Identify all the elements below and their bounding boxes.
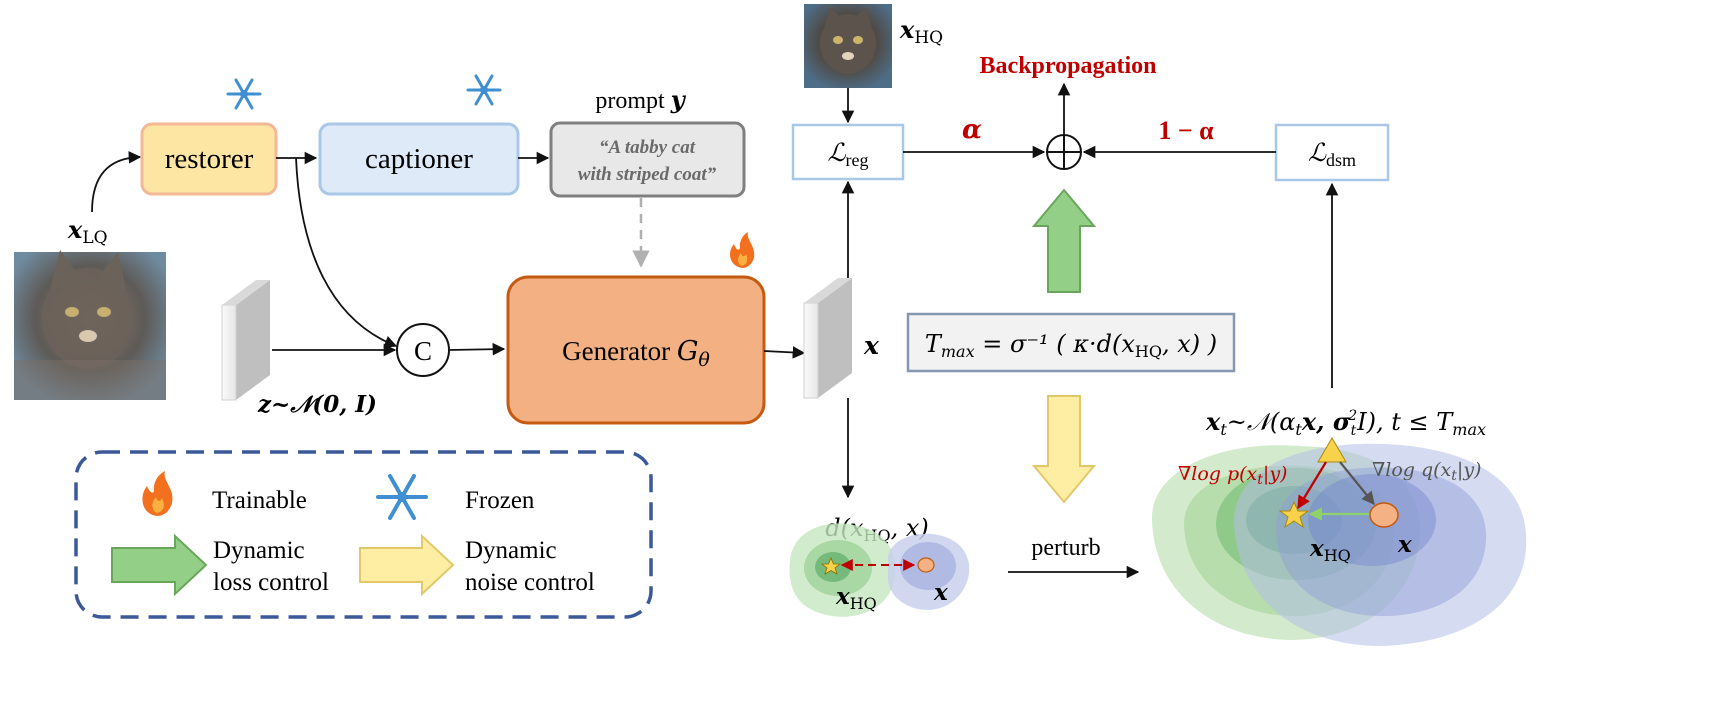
grad-q-label: ∇log q(xt|y)	[1372, 459, 1481, 484]
legend-frozen: Frozen	[465, 487, 535, 514]
tmax-formula: Tmax = σ⁻¹ ( κ·d(xHQ, x) )	[925, 330, 1217, 361]
output-slab	[803, 278, 852, 399]
fire-icon	[730, 232, 755, 268]
lq-to-restorer-arrow	[91, 151, 142, 213]
x-dot	[1369, 502, 1399, 528]
snowflake-icon	[226, 78, 262, 110]
grad-p-label: ∇log p(xt|y)	[1178, 463, 1287, 488]
x-lq-label: xLQ	[67, 215, 108, 248]
generator-to-output-arrow	[763, 346, 806, 359]
triangle-icon	[1317, 437, 1347, 463]
prompt-title: prompt y	[595, 85, 686, 114]
ldsm-box: ℒdsm	[1274, 123, 1390, 182]
concat-label: C	[414, 336, 432, 366]
output-x-label: x	[863, 331, 880, 360]
lq-cat-image	[14, 250, 166, 400]
yellow-arrow-icon	[359, 533, 455, 597]
legend-box	[74, 450, 653, 619]
green-arrow-icon	[111, 533, 208, 597]
restorer-to-concat-arrow	[295, 157, 398, 348]
legend-dyn-noise-2: noise control	[465, 569, 595, 596]
generator-box: Generator Gθ	[506, 275, 766, 425]
concat-to-generator-arrow	[448, 342, 506, 356]
legend-trainable: Trainable	[212, 487, 307, 514]
captioner-box: captioner	[318, 122, 520, 196]
grad-p-arrow	[1297, 461, 1327, 510]
star-icon	[1278, 500, 1310, 529]
restorer-box: restorer	[140, 122, 278, 196]
legend-dyn-noise-1: Dynamic	[465, 537, 557, 564]
noise-label: z~𝒩(0, 𝑰)	[257, 391, 377, 418]
star-icon	[820, 556, 842, 575]
tmax-box: Tmax = σ⁻¹ ( κ·d(xHQ, x) )	[906, 312, 1236, 373]
alpha-label: α	[962, 115, 982, 145]
lreg-box: ℒreg	[791, 123, 905, 181]
prompt-box: “A tabby cat with striped coat”	[549, 121, 746, 198]
fire-icon	[142, 471, 173, 516]
prompt-line-2: with striped coat”	[578, 164, 717, 185]
ldsm-label: ℒdsm	[1308, 140, 1356, 170]
large-x-label: x	[1397, 531, 1412, 558]
backprop-label: Backpropagation	[980, 53, 1157, 79]
legend-dyn-loss-1: Dynamic	[213, 537, 305, 564]
sum-node	[1046, 134, 1082, 170]
small-xhq-label: xHQ	[835, 583, 877, 613]
lreg-label: ℒreg	[828, 140, 869, 170]
yellow-control-arrow	[1031, 395, 1097, 504]
noise-slab	[221, 280, 270, 401]
perturb-label: perturb	[1031, 535, 1100, 561]
xt-distribution-label: xt~𝒩(αtx, σt2I), t ≤ Tmax	[1205, 407, 1486, 439]
concat-node: C	[396, 323, 450, 377]
hq-cat-image	[804, 4, 892, 88]
x-hq-label: xHQ	[899, 15, 943, 48]
one-minus-alpha-label: 1 − α	[1158, 116, 1214, 145]
restorer-label: restorer	[165, 143, 254, 175]
large-xhq-label: xHQ	[1309, 535, 1351, 565]
snowflake-icon	[466, 74, 502, 106]
small-x-label: x	[933, 579, 948, 606]
x-dot	[917, 557, 935, 573]
captioner-label: captioner	[365, 143, 473, 175]
legend-dyn-loss-2: loss control	[213, 569, 329, 596]
generator-label: Generator Gθ	[562, 336, 710, 371]
prompt-line-1: “A tabby cat	[599, 137, 696, 158]
green-control-arrow	[1031, 188, 1097, 293]
snowflake-icon	[376, 474, 428, 520]
grad-q-arrow	[1339, 461, 1375, 506]
